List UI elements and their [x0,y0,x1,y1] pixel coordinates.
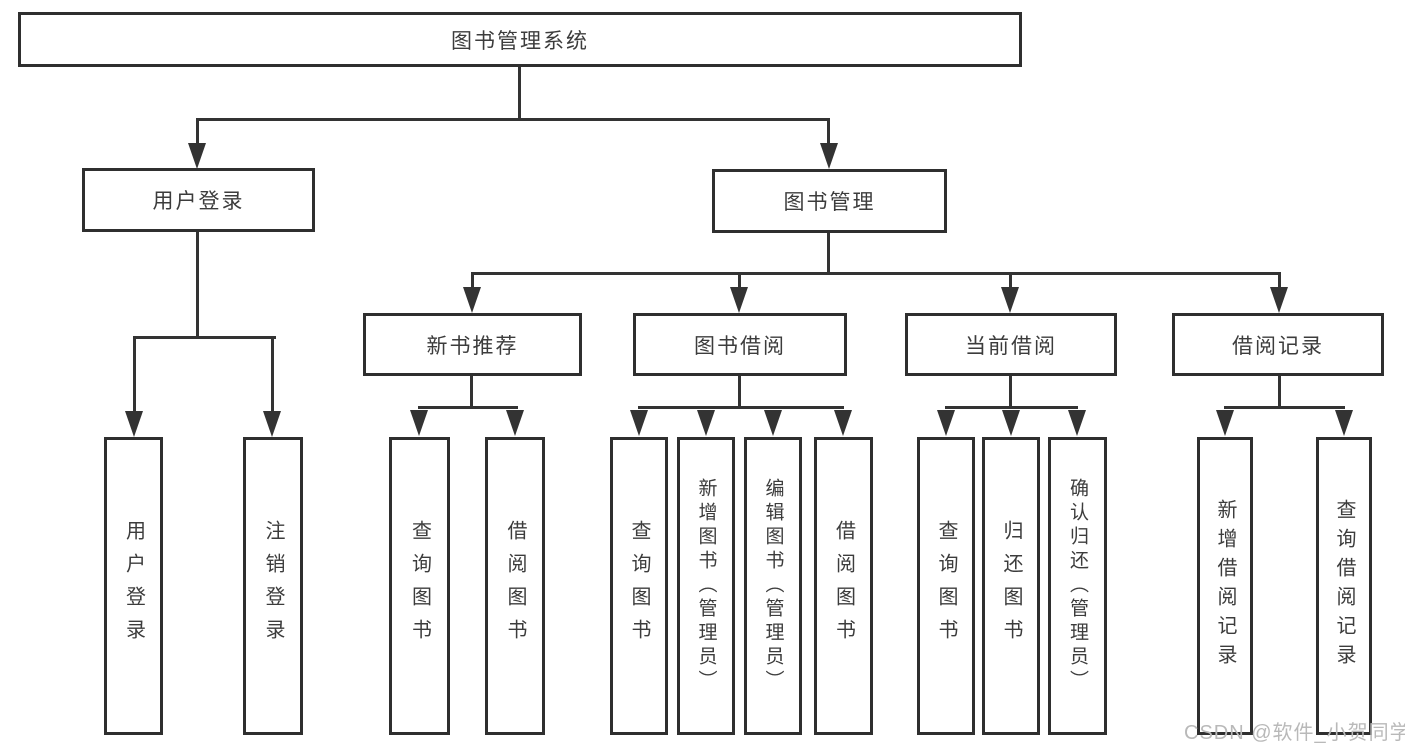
node-label: 用户登录 [152,190,245,213]
arrow-to-recommend-borrow [506,410,524,436]
connector-level3-bar [471,272,1281,275]
arrow-to-logout-leaf [263,411,281,437]
leaf-borrow-book: 借阅图书 [814,437,873,735]
connector-recommend-bar [418,406,518,409]
node-label: 新书推荐 [426,334,519,358]
csdn-watermark: CSDN @软件_小贺同学 [1184,722,1405,744]
arrow-to-bb-query [630,410,648,436]
connector-level2-bar [196,118,830,121]
connector-stem-book-mgmt [827,118,830,146]
node-label: 图书管理 [783,191,876,214]
leaf-current-query-book: 查询图书 [917,437,975,735]
connector-borrowrecord-trunk [1278,376,1281,408]
connector-stem-new-book [471,272,474,289]
arrow-to-user-login [188,143,206,169]
leaf-label: 编辑图书（管理员） [762,478,784,694]
leaf-label: 借阅图书 [504,520,526,652]
leaf-borrow-query-book: 查询图书 [610,437,668,735]
arrow-to-book-borrow [730,287,748,313]
leaf-logout: 注销登录 [243,437,303,735]
leaf-query-borrow-record: 查询借阅记录 [1316,437,1372,735]
leaf-user-login: 用户登录 [104,437,163,735]
connector-stem-borrow-record [1278,272,1281,289]
node-book-management: 图书管理 [712,169,947,233]
arrow-to-cb-confirm [1068,410,1086,436]
leaf-label: 确认归还（管理员） [1067,478,1088,694]
arrow-to-bb-edit [764,410,782,436]
node-current-borrow: 当前借阅 [905,313,1117,376]
arrow-to-current-borrow [1001,287,1019,313]
arrow-to-cb-return [1002,410,1020,436]
leaf-return-book: 归还图书 [982,437,1040,735]
node-new-book-recommend: 新书推荐 [363,313,582,376]
connector-currentborrow-bar [945,406,1078,409]
leaf-recommend-borrow-book: 借阅图书 [485,437,545,735]
connector-stem-login-leaf [133,336,136,412]
leaf-add-borrow-record: 新增借阅记录 [1197,437,1253,735]
connector-user-login-bar [133,336,276,339]
connector-stem-user-login [196,118,199,146]
node-label: 图书借阅 [694,334,786,358]
node-root-library-system: 图书管理系统 [18,12,1022,67]
connector-user-login-trunk [196,232,199,338]
leaf-label: 查询图书 [935,520,957,652]
leaf-label: 查询图书 [628,520,650,652]
arrow-to-book-mgmt [820,143,838,169]
connector-bookborrow-bar [638,406,844,409]
connector-root-trunk [518,67,521,120]
node-label: 当前借阅 [965,334,1057,358]
leaf-confirm-return-admin: 确认归还（管理员） [1048,437,1107,735]
leaf-edit-book-admin: 编辑图书（管理员） [744,437,802,735]
arrow-to-bb-add [697,410,715,436]
arrow-to-br-add [1216,410,1234,436]
connector-currentborrow-trunk [1009,376,1012,408]
connector-stem-current-borrow [1009,272,1012,289]
node-label: 借阅记录 [1232,334,1324,358]
leaf-label: 查询借阅记录 [1333,499,1355,673]
node-label: 图书管理系统 [451,29,589,53]
node-book-borrow: 图书借阅 [633,313,847,376]
leaf-label: 新增图书（管理员） [695,478,717,694]
leaf-label: 新增借阅记录 [1214,499,1236,673]
arrow-to-bb-borrow [834,410,852,436]
leaf-label: 借阅图书 [832,520,855,652]
leaf-label: 查询图书 [408,520,431,652]
arrow-to-br-query [1335,410,1353,436]
leaf-label: 用户登录 [122,520,145,652]
arrow-to-login-leaf [125,411,143,437]
leaf-add-book-admin: 新增图书（管理员） [677,437,735,735]
connector-bookborrow-trunk [738,376,741,408]
arrow-to-new-book [463,287,481,313]
arrow-to-borrow-record [1270,287,1288,313]
leaf-recommend-query-book: 查询图书 [389,437,450,735]
node-borrow-record: 借阅记录 [1172,313,1384,376]
connector-stem-book-borrow [738,272,741,289]
connector-stem-logout-leaf [271,336,274,412]
connector-borrowrecord-bar [1224,406,1345,409]
arrow-to-recommend-query [410,410,428,436]
leaf-label: 注销登录 [262,520,284,652]
connector-book-mgmt-trunk [827,233,830,275]
node-user-login: 用户登录 [82,168,315,232]
connector-recommend-trunk [470,376,473,408]
leaf-label: 归还图书 [1000,520,1022,652]
arrow-to-cb-query [937,410,955,436]
